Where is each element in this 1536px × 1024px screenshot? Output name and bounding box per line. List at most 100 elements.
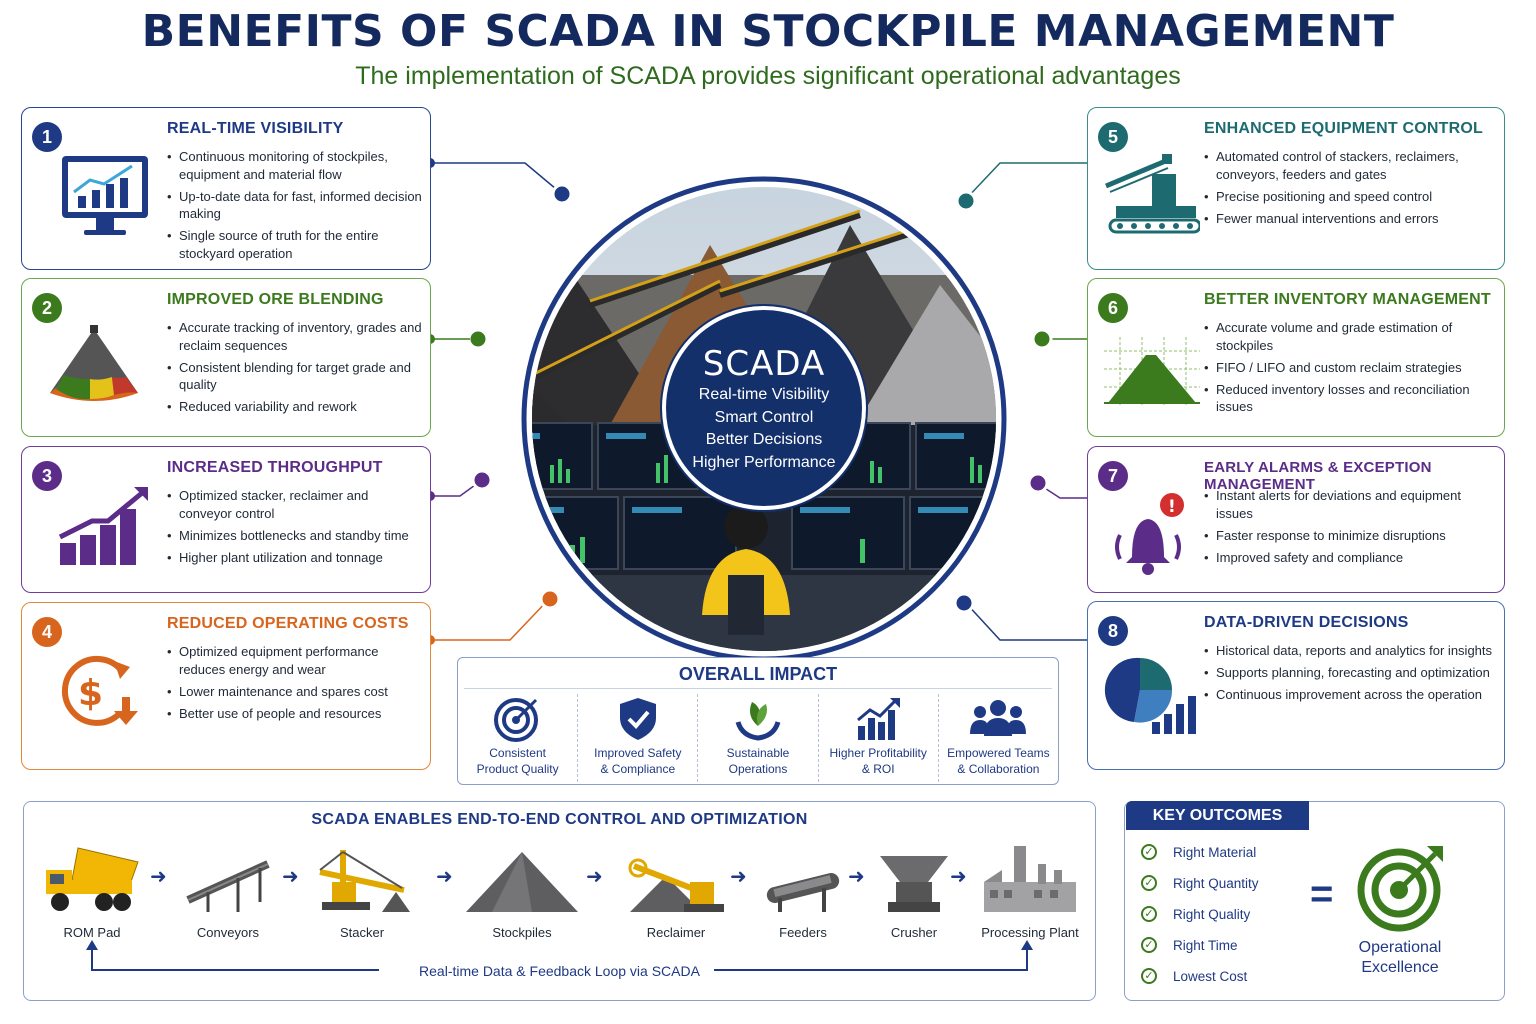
impact-item-teams: Empowered Teams& Collaboration (937, 694, 1058, 782)
bullet-item: Better use of people and resources (167, 705, 422, 723)
impact-label: & Compliance (600, 761, 676, 776)
excellence-target-icon (1357, 846, 1443, 932)
outcome-item: ✓Right Time (1141, 937, 1259, 968)
benefit-card-inventory-management: 6 BETTER INVENTORY MANAGEMENT Accurate v… (1087, 278, 1505, 437)
card-number: 5 (1098, 122, 1128, 152)
card-bullets: Instant alerts for deviations and equipm… (1204, 487, 1496, 571)
flow-arrow-icon: ➜ (586, 866, 603, 888)
flow-step-conveyors: Conveyors (178, 842, 278, 940)
card-title: BETTER INVENTORY MANAGEMENT (1204, 291, 1491, 308)
check-icon: ✓ (1141, 906, 1157, 922)
impact-item-profitability: Higher Profitability& ROI (817, 694, 938, 782)
impact-label: & ROI (861, 761, 895, 776)
card-title: REDUCED OPERATING COSTS (167, 615, 409, 632)
flow-step-label: Reclaimer (646, 925, 706, 940)
card-number: 1 (32, 122, 62, 152)
stacker-icon (319, 850, 410, 912)
bullet-item: Optimized stacker, reclaimer and conveyo… (167, 487, 422, 522)
scada-badge-title: SCADA (702, 344, 826, 384)
bullet-item: Up-to-date data for fast, informed decis… (167, 188, 422, 223)
page-title: BENEFITS OF SCADA IN STOCKPILE MANAGEMEN… (141, 6, 1395, 57)
bullet-item: Higher plant utilization and tonnage (167, 549, 422, 567)
card-bullets: Accurate tracking of inventory, grades a… (167, 319, 422, 420)
bullet-item: Fewer manual interventions and errors (1204, 210, 1496, 228)
card-bullets: Automated control of stackers, reclaimer… (1204, 148, 1496, 232)
bullet-item: Reduced variability and rework (167, 398, 422, 416)
outcome-label: Right Quality (1173, 907, 1251, 922)
flow-arrow-icon: ➜ (950, 866, 967, 888)
operational-excellence-label: Operational Excellence (1350, 938, 1450, 978)
flow-step-label: Processing Plant (981, 925, 1079, 940)
profit-chart-icon (857, 698, 901, 740)
svg-text:!: ! (1168, 497, 1176, 517)
card-bullets: Accurate volume and grade estimation of … (1204, 319, 1496, 420)
benefit-card-real-time-visibility: 1 REAL-TIME VISIBILITY Continuous monito… (21, 107, 431, 270)
scada-badge-line: Real-time Visibility (698, 386, 830, 403)
bullet-item: FIFO / LIFO and custom reclaim strategie… (1204, 359, 1496, 377)
impact-label: Product Quality (476, 761, 559, 776)
card-bullets: Optimized stacker, reclaimer and conveyo… (167, 487, 422, 571)
bullet-item: Reduced inventory losses and reconciliat… (1204, 381, 1496, 416)
result-line: Excellence (1361, 959, 1439, 976)
bullet-item: Historical data, reports and analytics f… (1204, 642, 1496, 660)
feedback-loop-label: Real-time Data & Feedback Loop via SCADA (419, 963, 700, 979)
outcome-item: ✓Right Material (1141, 844, 1259, 875)
bullet-item: Faster response to minimize disruptions (1204, 527, 1496, 545)
impact-item-safety: Improved Safety& Compliance (577, 694, 697, 782)
card-number: 3 (32, 461, 62, 491)
bullet-item: Accurate volume and grade estimation of … (1204, 319, 1496, 354)
flow-title: SCADA ENABLES END-TO-END CONTROL AND OPT… (311, 811, 808, 828)
scada-badge-line: Higher Performance (692, 453, 836, 471)
impact-label: Improved Safety (594, 746, 682, 760)
check-icon: ✓ (1141, 875, 1157, 891)
scada-badge-line: Smart Control (714, 408, 814, 426)
card-title: ENHANCED EQUIPMENT CONTROL (1204, 120, 1483, 137)
volume-grid-icon (1104, 337, 1200, 405)
feeder-icon (766, 872, 840, 912)
flow-step-label: Stacker (339, 925, 385, 940)
flow-step-label: Feeders (779, 925, 827, 940)
stockpile-blend-icon (50, 325, 138, 401)
impact-label: Operations (728, 761, 788, 776)
bullet-item: Improved safety and compliance (1204, 549, 1496, 567)
bullet-item: Continuous improvement across the operat… (1204, 686, 1496, 704)
flow-arrow-icon: ➜ (848, 866, 865, 888)
bullet-item: Lower maintenance and spares cost (167, 683, 422, 701)
team-icon (970, 700, 1027, 736)
bullet-item: Accurate tracking of inventory, grades a… (167, 319, 422, 354)
benefit-card-throughput: 3 INCREASED THROUGHPUT Optimized stacker… (21, 446, 431, 593)
growth-bars-icon (58, 487, 148, 565)
processing-plant-icon (984, 846, 1076, 912)
bullet-item: Consistent blending for target grade and… (167, 359, 422, 394)
bullet-item: Optimized equipment performance reduces … (167, 643, 422, 678)
impact-label: & Collaboration (957, 761, 1040, 776)
bullet-item: Instant alerts for deviations and equipm… (1204, 487, 1496, 522)
outcome-label: Right Quantity (1173, 876, 1259, 891)
shield-check-icon (619, 698, 656, 740)
bullet-item: Automated control of stackers, reclaimer… (1204, 148, 1496, 183)
conveyor-icon (186, 860, 270, 912)
check-icon: ✓ (1141, 968, 1157, 984)
benefit-card-operating-costs: 4 REDUCED OPERATING COSTS $ Optimized eq… (21, 602, 431, 770)
outcome-label: Right Time (1173, 938, 1238, 953)
card-number: 8 (1098, 616, 1128, 646)
outcome-item: ✓ Right Quality (1141, 906, 1259, 937)
card-title: IMPROVED ORE BLENDING (167, 291, 384, 308)
flow-step-rom-pad: ROM Pad (40, 842, 144, 940)
check-icon: ✓ (1141, 844, 1157, 860)
card-bullets: Continuous monitoring of stockpiles, equ… (167, 148, 422, 267)
card-bullets: Optimized equipment performance reduces … (167, 643, 422, 727)
benefit-card-ore-blending: 2 IMPROVED ORE BLENDING Accurate trackin… (21, 278, 431, 437)
card-number: 6 (1098, 293, 1128, 323)
flow-step-stacker: Stacker (312, 842, 412, 940)
stacker-machine-icon (1105, 154, 1200, 234)
bullet-item: Continuous monitoring of stockpiles, equ… (167, 148, 422, 183)
card-title: DATA-DRIVEN DECISIONS (1204, 614, 1409, 631)
svg-text:$: $ (78, 673, 103, 714)
card-bullets: Historical data, reports and analytics f… (1204, 642, 1496, 708)
benefit-card-data-driven-decisions: 8 DATA-DRIVEN DECISIONS Historical data,… (1087, 601, 1505, 770)
leaf-hands-icon (735, 702, 781, 741)
flow-step-feeders: Feeders (758, 842, 848, 940)
